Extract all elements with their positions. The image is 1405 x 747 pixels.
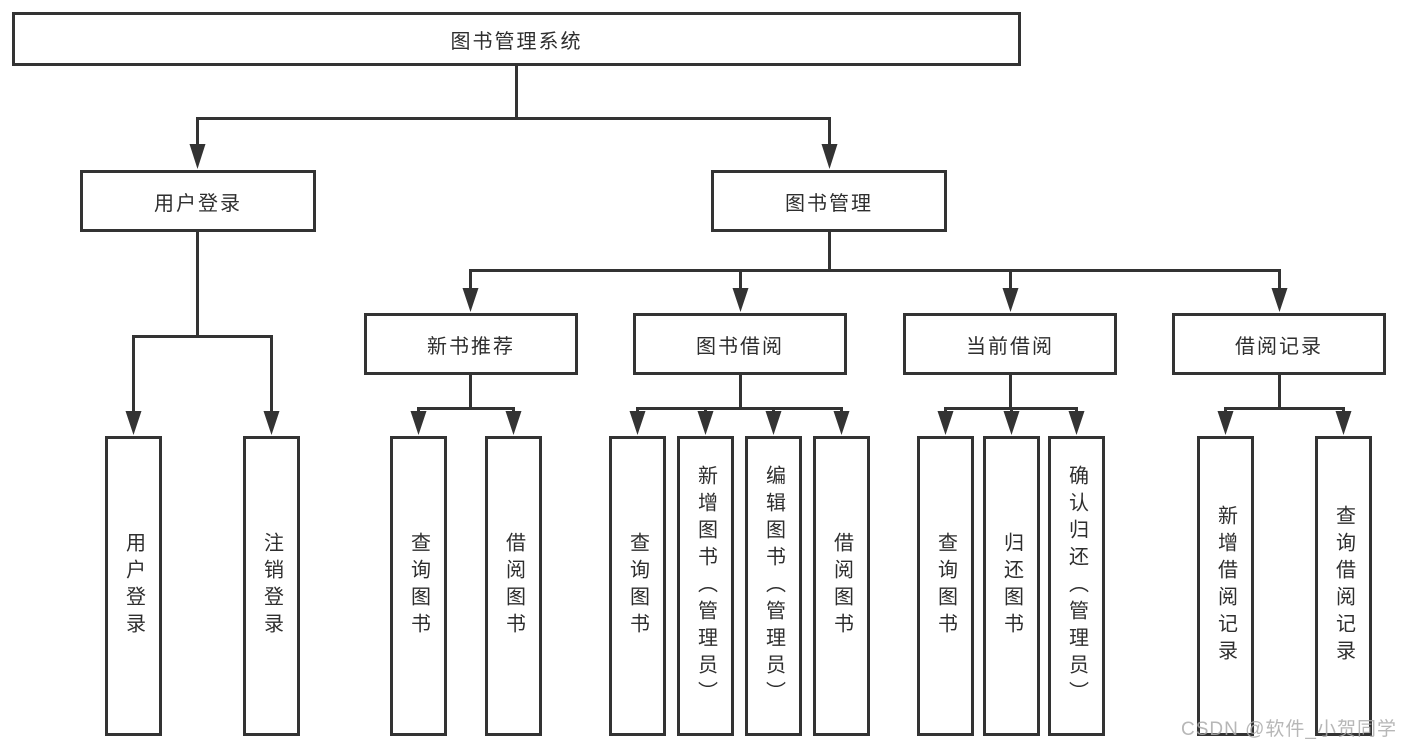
node-current-borrow: 当前借阅 [903,313,1117,375]
leaf-user-login: 用户登录 [105,436,162,736]
leaf-borrow-books-recommend-label: 借阅图书 [502,532,525,640]
leaf-query-borrow-record: 查询借阅记录 [1315,436,1372,736]
leaf-return-book: 归还图书 [983,436,1040,736]
leaf-borrow-books-2-label: 借阅图书 [830,532,853,640]
leaf-add-borrow-record-label: 新增借阅记录 [1214,505,1237,667]
leaf-borrow-books-2: 借阅图书 [813,436,870,736]
leaf-add-borrow-record: 新增借阅记录 [1197,436,1254,736]
leaf-query-books-current-label: 查询图书 [934,532,957,640]
leaf-edit-book-admin: 编辑图书（管理员） [745,436,802,736]
node-user-login-label: 用户登录 [154,192,242,215]
leaf-confirm-return-admin-label: 确认归还（管理员） [1065,464,1088,708]
leaf-add-book-admin: 新增图书（管理员） [677,436,734,736]
leaf-user-login-label: 用户登录 [122,532,145,640]
node-user-login: 用户登录 [80,170,316,232]
leaf-return-book-label: 归还图书 [1000,532,1023,640]
node-library-system-label: 图书管理系统 [450,30,583,53]
leaf-add-book-admin-label: 新增图书（管理员） [694,464,717,708]
node-borrow-records: 借阅记录 [1172,313,1386,375]
leaf-confirm-return-admin: 确认归还（管理员） [1048,436,1105,736]
node-current-borrow-label: 当前借阅 [966,335,1054,358]
leaf-query-books-borrow-label: 查询图书 [626,532,649,640]
csdn-watermark: CSDN @软件_小贺同学 [1181,719,1397,740]
node-new-book-recommend: 新书推荐 [364,313,578,375]
leaf-query-books-current: 查询图书 [917,436,974,736]
leaf-logout: 注销登录 [243,436,300,736]
leaf-query-books-borrow: 查询图书 [609,436,666,736]
node-borrow-records-label: 借阅记录 [1235,335,1323,358]
leaf-logout-label: 注销登录 [260,532,283,640]
leaf-query-borrow-record-label: 查询借阅记录 [1332,505,1355,667]
node-book-management-label: 图书管理 [785,192,873,215]
node-new-book-recommend-label: 新书推荐 [427,335,515,358]
node-library-system: 图书管理系统 [12,12,1021,66]
node-book-borrow-label: 图书借阅 [696,335,784,358]
leaf-query-books-recommend: 查询图书 [390,436,447,736]
node-book-management: 图书管理 [711,170,947,232]
leaf-query-books-recommend-label: 查询图书 [407,532,430,640]
leaf-edit-book-admin-label: 编辑图书（管理员） [762,464,785,708]
node-book-borrow: 图书借阅 [633,313,847,375]
leaf-borrow-books-recommend: 借阅图书 [485,436,542,736]
